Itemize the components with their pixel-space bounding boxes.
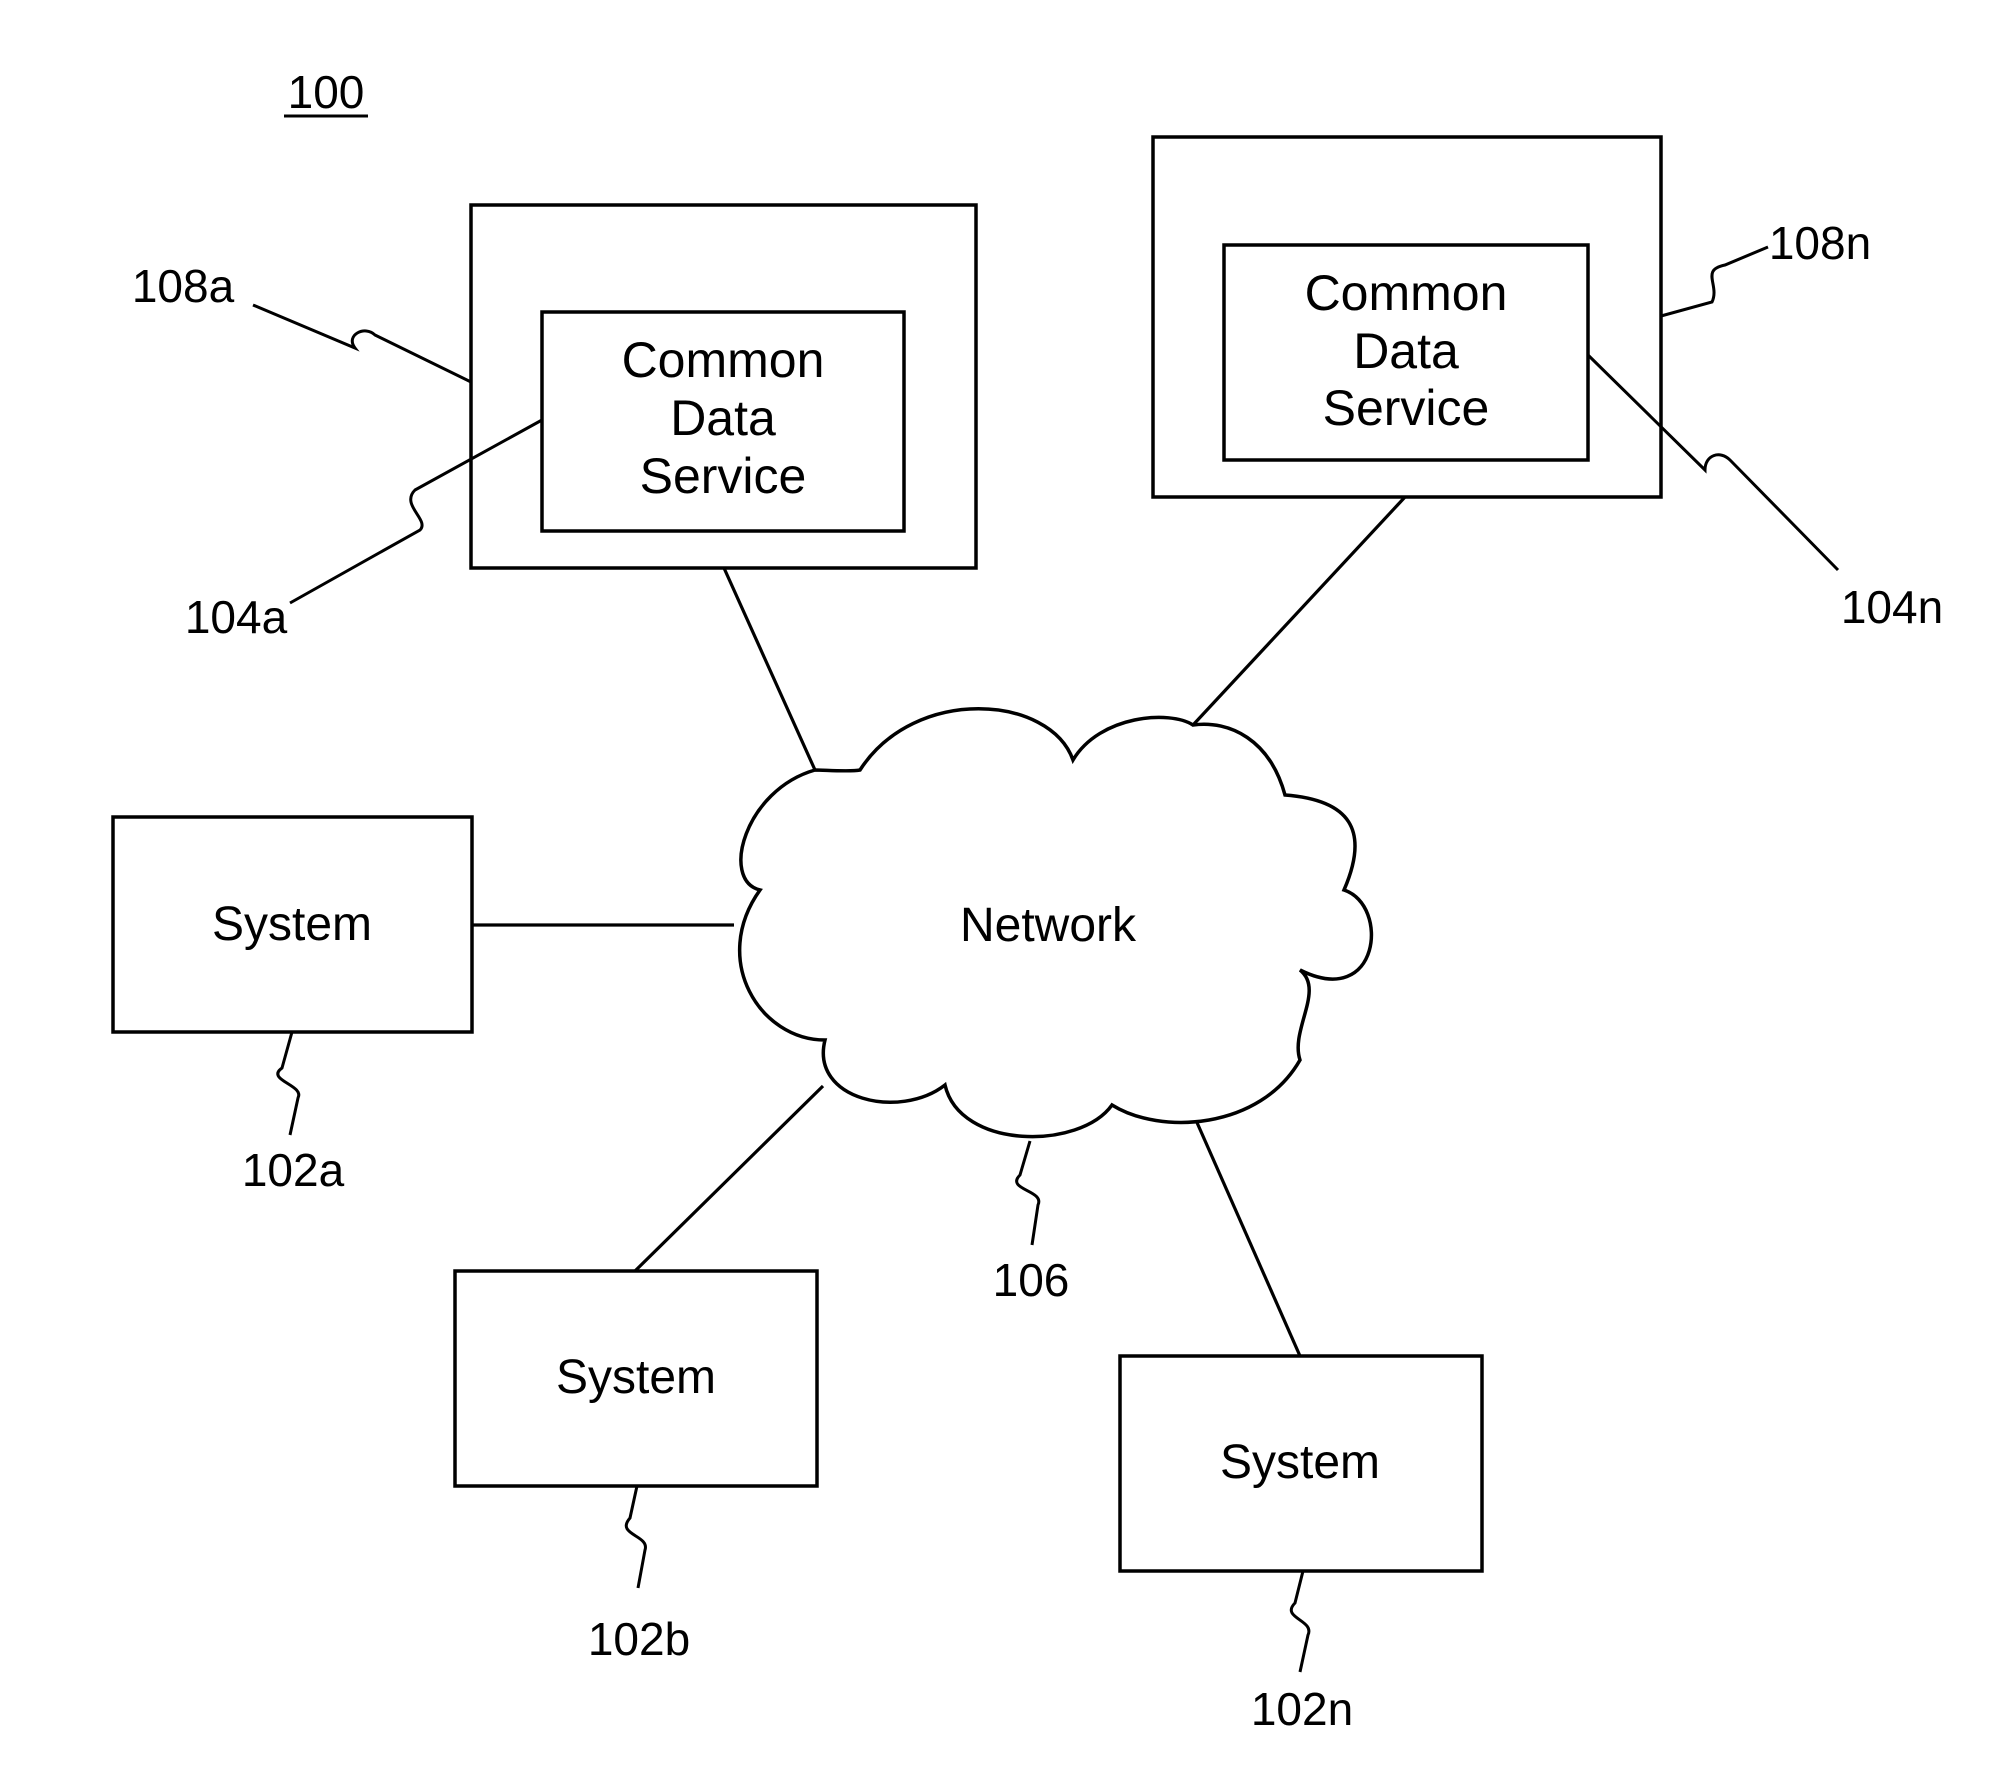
service-host-n: Common Data Service [1153,137,1661,497]
ref-104n: 104n [1841,581,1943,633]
service-n-line-3: Service [1323,380,1490,436]
leader-102b [626,1486,645,1588]
service-a-line-1: Common [622,332,825,388]
ref-102a: 102a [242,1144,345,1196]
figure-number: 100 [284,66,368,118]
service-n-line-2: Data [1353,323,1459,379]
leader-108a [253,305,471,382]
system-n-label: System [1220,1436,1380,1489]
ref-108n: 108n [1769,217,1871,269]
common-data-service-n: Common Data Service [1224,245,1588,460]
system-a-label: System [212,898,372,951]
leader-106 [1017,1141,1039,1245]
system-a: System [113,817,472,1032]
service-n-line-1: Common [1305,265,1508,321]
common-data-service-a: Common Data Service [542,312,904,531]
connection-network-system-b [635,1086,823,1271]
service-a-line-2: Data [670,390,776,446]
network-label: Network [960,899,1137,952]
system-n: System [1120,1356,1482,1571]
connection-network-system-n [1195,1118,1300,1356]
system-b-label: System [556,1351,716,1404]
leader-102n [1291,1571,1309,1672]
ref-102n: 102n [1251,1683,1353,1735]
connection-network-service-n [1193,497,1405,725]
service-a-line-3: Service [640,448,807,504]
system-b: System [455,1271,817,1486]
ref-104a: 104a [185,591,288,643]
figure-number-text: 100 [288,66,365,118]
ref-106: 106 [993,1254,1070,1306]
ref-108a: 108a [132,260,235,312]
service-host-a: Common Data Service [471,205,976,568]
network-cloud: Network [740,709,1372,1137]
ref-102b: 102b [588,1613,690,1665]
connection-network-service-a [724,568,815,770]
leader-108n [1661,247,1768,316]
leader-102a [278,1032,299,1135]
